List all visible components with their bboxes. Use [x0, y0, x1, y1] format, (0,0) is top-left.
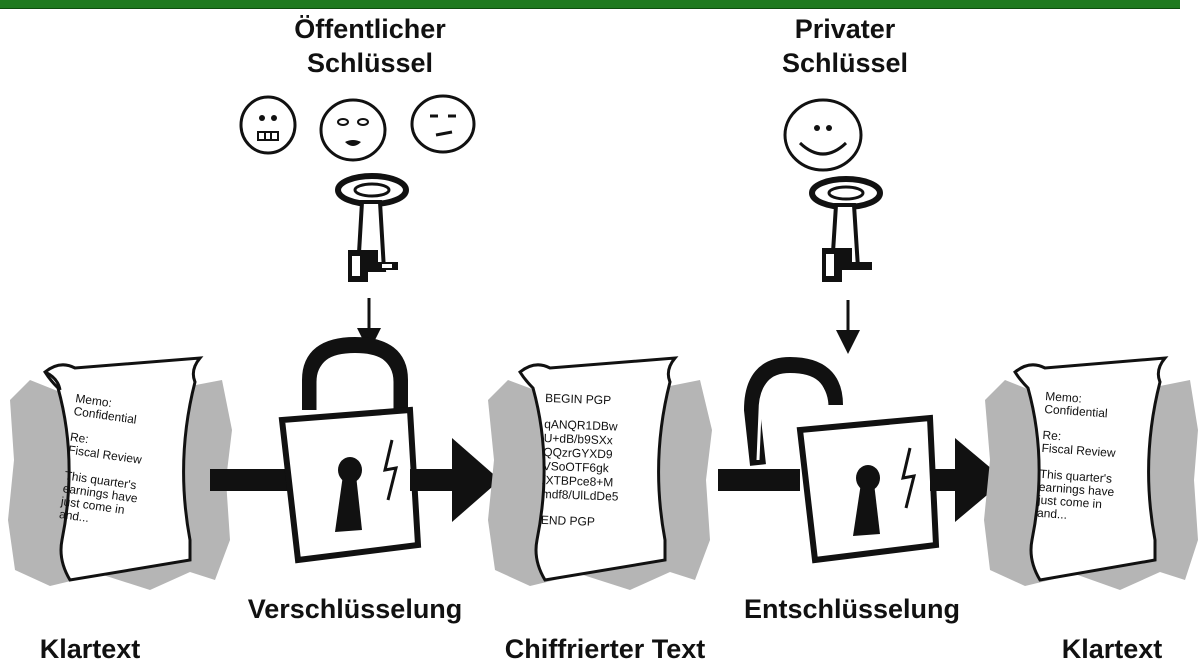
private-key-label-line1: Privater [794, 14, 896, 44]
plaintext-label-right: Klartext [1061, 634, 1163, 664]
face-icon-3 [410, 94, 476, 154]
public-key-label-line2: Schlüssel [306, 48, 434, 78]
face-icon-1 [239, 95, 297, 155]
public-key-label: Öffentlicher Schlüssel [255, 12, 485, 80]
memo-right-text: Memo: Confidential Re: Fiscal Review Thi… [1036, 389, 1125, 525]
decryption-label: Entschlüsselung [743, 594, 961, 624]
arrow-right-icon-1 [452, 438, 500, 522]
public-key-label-line1: Öffentlicher [294, 14, 446, 44]
memo-left-text: Memo: Confidential Re: Fiscal Review Thi… [57, 391, 154, 532]
private-key-label: Privater Schlüssel [730, 12, 960, 80]
top-green-bar [0, 0, 1180, 9]
arrow-right-icon-2 [955, 438, 1005, 522]
lock-closed-icon [278, 336, 422, 564]
ciphertext-label: Chiffrierter Text [504, 634, 706, 664]
face-icon-2 [319, 98, 387, 162]
document-icon-ciphertext [488, 356, 712, 590]
plaintext-label-left: Klartext [39, 634, 141, 664]
private-key-label-line2: Schlüssel [781, 48, 909, 78]
face-icon-private [783, 98, 863, 172]
encryption-label: Verschlüsselung [247, 594, 463, 624]
key-icon-private [809, 176, 883, 282]
cipher-doc-text: BEGIN PGP qANQR1DBw U+dB/b9SXx QQzrGYXD9… [541, 391, 626, 530]
document-icon-plaintext-left [8, 356, 232, 590]
key-icon-public [335, 173, 409, 282]
document-icon-plaintext-right [984, 356, 1198, 590]
lock-open-icon [743, 356, 940, 564]
